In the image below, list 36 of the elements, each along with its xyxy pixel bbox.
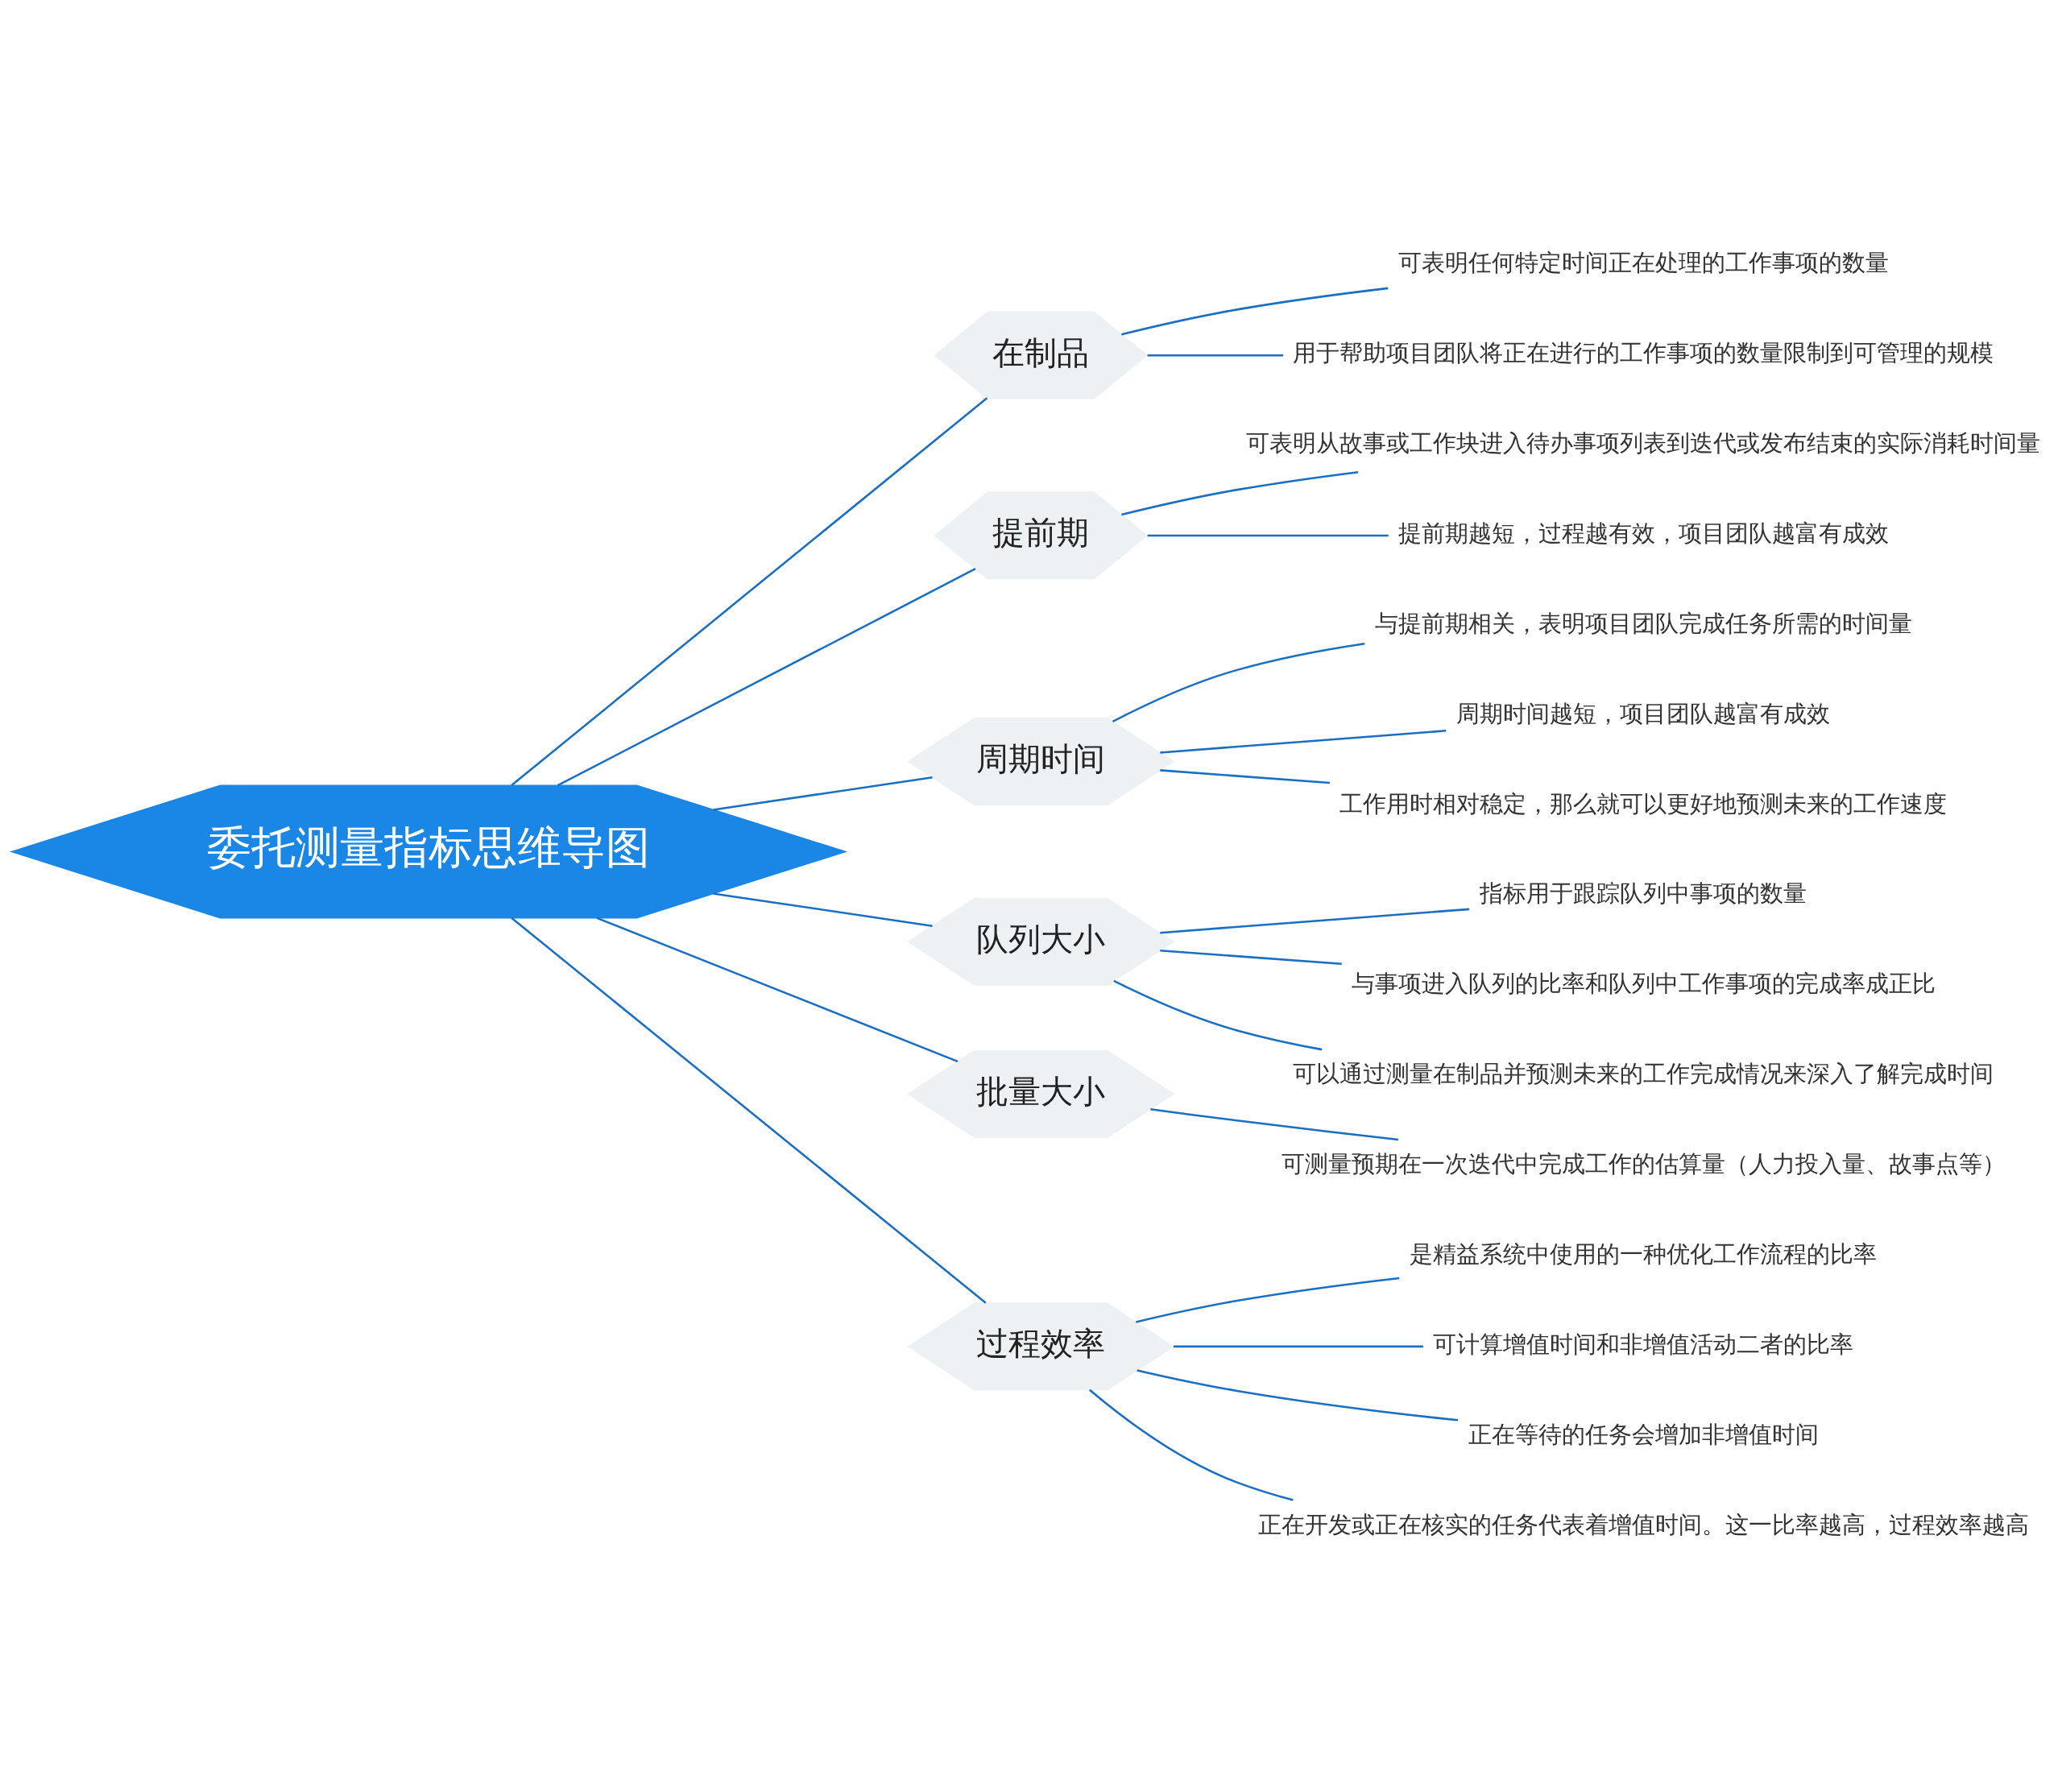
connector bbox=[1121, 470, 1359, 516]
node-text: 正在等待的任务会增加非增值时间 bbox=[1468, 1420, 1819, 1448]
connector bbox=[596, 917, 959, 1063]
node-text: 与事项进入队列的比率和队列中工作事项的完成率成正比 bbox=[1351, 970, 1936, 998]
connector bbox=[511, 397, 988, 786]
connector bbox=[1147, 534, 1389, 537]
connector bbox=[511, 917, 987, 1304]
connector bbox=[1150, 1107, 1399, 1141]
node-text: 正在开发或正在核实的任务代表着增值时间。这一比率越高，过程效率越高 bbox=[1257, 1510, 2029, 1538]
node-text: 可以通过测量在制品并预测未来的工作完成情况来深入了解完成时间 bbox=[1293, 1060, 1994, 1088]
connector bbox=[713, 776, 933, 811]
connector bbox=[1121, 287, 1389, 336]
connector bbox=[1174, 1345, 1423, 1348]
connector bbox=[1137, 1369, 1459, 1422]
node-text: 可表明任何特定时间正在处理的工作事项的数量 bbox=[1397, 249, 1889, 277]
node-text: 可表明从故事或工作块进入待办事项列表到迭代或发布结束的实际消耗时间量 bbox=[1246, 429, 2041, 457]
connector bbox=[557, 568, 976, 787]
connector bbox=[1147, 354, 1284, 357]
connector bbox=[1112, 642, 1365, 723]
connector bbox=[1160, 949, 1342, 966]
node-text: 周期时间越短，项目团队越富有成效 bbox=[1456, 699, 1831, 727]
connector bbox=[713, 892, 933, 927]
node-text: 可测量预期在一次迭代中完成工作的估算量（人力投入量、故事点等） bbox=[1281, 1150, 2006, 1178]
connector bbox=[1113, 979, 1323, 1051]
connector bbox=[1136, 1277, 1400, 1323]
connector bbox=[1160, 769, 1330, 784]
node-text: 提前期越短，过程越有效，项目团队越富有成效 bbox=[1397, 519, 1889, 547]
connector bbox=[1089, 1388, 1294, 1501]
node-text: 工作用时相对稳定，那么就可以更好地预测未来的工作速度 bbox=[1339, 789, 1948, 817]
node-text: 与提前期相关，表明项目团队完成任务所需的时间量 bbox=[1374, 609, 1912, 637]
node-text: 是精益系统中使用的一种优化工作流程的比率 bbox=[1410, 1240, 1878, 1268]
connector bbox=[1160, 730, 1447, 754]
node-text: 用于帮助项目团队将正在进行的工作事项的数量限制到可管理的规模 bbox=[1293, 339, 1994, 367]
node-text: 指标用于跟踪队列中事项的数量 bbox=[1480, 879, 1807, 908]
connector bbox=[1160, 908, 1470, 934]
node-text: 可计算增值时间和非增值活动二者的比率 bbox=[1433, 1330, 1854, 1358]
